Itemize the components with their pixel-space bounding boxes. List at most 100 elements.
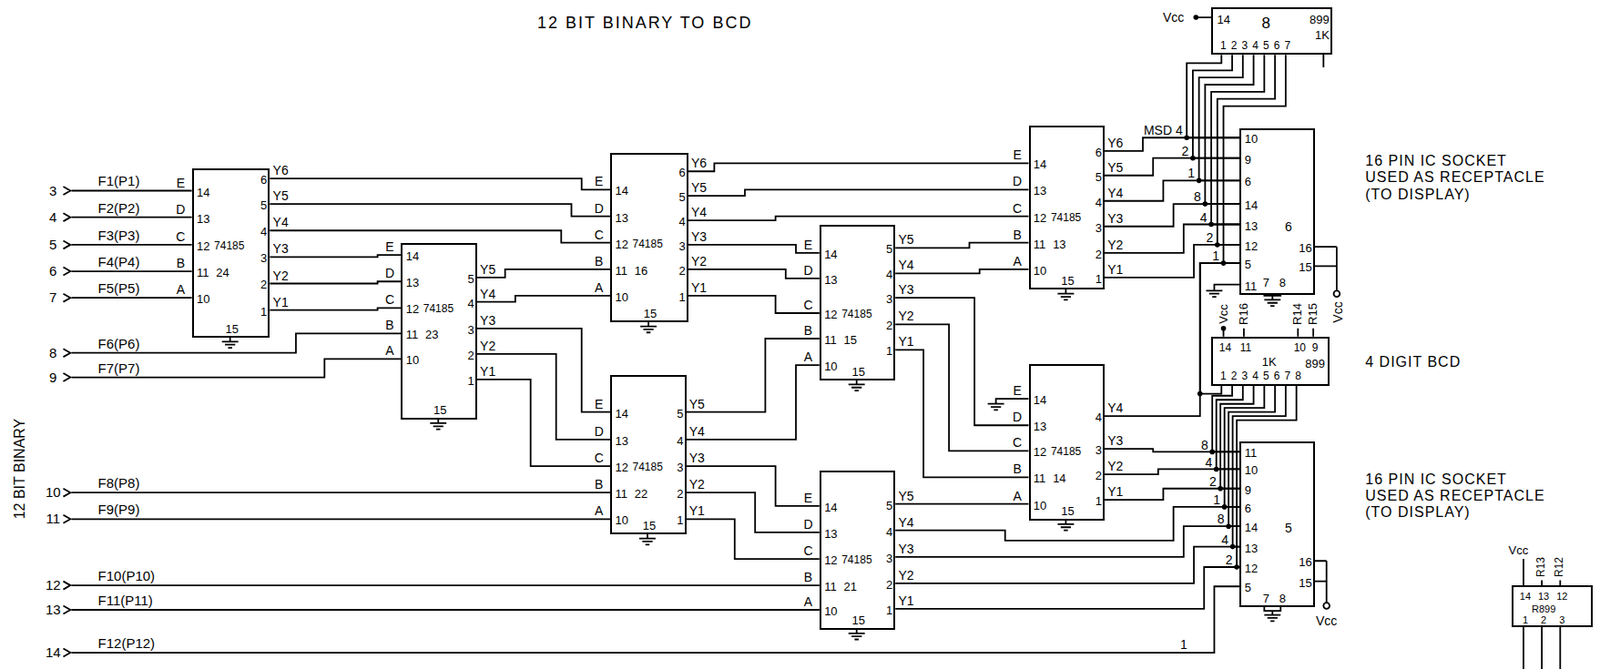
logic-ic: 7418516141312111015654321 xyxy=(610,152,689,323)
signal-label: B xyxy=(1012,227,1021,243)
pin-label: 1 xyxy=(679,290,686,305)
signal-label: Y3 xyxy=(691,229,707,245)
signal-label: E xyxy=(1012,383,1021,398)
signal-label: C xyxy=(1012,435,1022,450)
logic-ic: 7418524141312111015654321 xyxy=(192,168,271,338)
signal-label: Y3 xyxy=(1107,211,1123,226)
junction-dot xyxy=(1230,544,1236,551)
pin-label: 14 xyxy=(1217,13,1231,28)
signal-label: Y5 xyxy=(897,232,914,247)
pin-label: 3 xyxy=(679,239,686,254)
signal-label: 1 xyxy=(1212,248,1220,264)
pin-label: 4 xyxy=(886,525,893,540)
pin-label: 14 xyxy=(824,500,837,515)
supply-terminal xyxy=(1334,290,1341,297)
signal-label: A xyxy=(594,503,603,519)
signal-label: R13 xyxy=(1535,557,1549,578)
pin-label: 14 xyxy=(1033,394,1047,408)
pin-label: 14 xyxy=(406,250,419,265)
pin-label: 5 xyxy=(1095,170,1102,184)
pin-label: 5 xyxy=(1244,581,1252,596)
wire xyxy=(269,281,401,284)
pin-label: 6 xyxy=(1244,175,1252,190)
pin-label: 2 xyxy=(1095,247,1102,262)
junction-dot xyxy=(1197,391,1203,398)
pin-label: 6 xyxy=(260,173,267,188)
signal-label: 3 xyxy=(49,183,57,199)
signal-label: Y4 xyxy=(273,214,289,230)
signal-label: 8 xyxy=(1201,438,1209,453)
signal-label: Y2 xyxy=(479,338,496,354)
signal-label: 2 xyxy=(1182,143,1190,159)
pin-label: 11 xyxy=(614,488,628,502)
signal-label: Y1 xyxy=(479,364,496,379)
junction-dot xyxy=(1214,242,1221,248)
pin-label: 4 xyxy=(1095,195,1102,210)
pin-label: 12 xyxy=(1033,446,1047,460)
pin-label: 5 xyxy=(1244,258,1252,273)
pin-label: 15 xyxy=(1298,576,1312,591)
signal-label: F5(P5) xyxy=(98,280,141,296)
pin-label: 10 xyxy=(824,360,837,375)
pin-label: 15 xyxy=(851,365,865,379)
wire xyxy=(686,466,820,507)
signal-label: B xyxy=(804,570,813,585)
pin-label: 3 xyxy=(1241,370,1248,384)
pin-label: 13 xyxy=(1538,591,1550,603)
wire xyxy=(895,243,1029,249)
signal-label: C xyxy=(803,297,813,313)
pin-label: 14 xyxy=(614,407,628,421)
pin-label: 1 xyxy=(886,603,893,618)
signal-label: D xyxy=(385,265,395,281)
pin-label: 4 xyxy=(260,225,267,240)
signal-label: Y2 xyxy=(273,267,289,283)
signal-label: 6 xyxy=(49,263,57,279)
pin-label: 12 xyxy=(614,461,628,476)
signal-label: 1 xyxy=(1180,637,1188,653)
input-arrow xyxy=(62,186,71,658)
wire xyxy=(269,307,401,310)
signal-label: D xyxy=(175,202,185,217)
pin-label: 11 xyxy=(1244,279,1258,294)
signal-label: F6(P6) xyxy=(98,336,141,352)
signal-label: E xyxy=(804,237,813,253)
junction-dot xyxy=(1222,504,1228,510)
signal-label: Y4 xyxy=(897,257,914,273)
signal-label: 4 xyxy=(49,209,57,225)
signal-label: Y1 xyxy=(273,295,289,310)
signal-label: Y2 xyxy=(689,477,705,492)
junction-dot xyxy=(1213,467,1220,473)
signal-label: Y3 xyxy=(479,313,496,328)
signal-label: E xyxy=(594,173,603,189)
pin-label: 74185 xyxy=(214,240,245,254)
signal-label: A xyxy=(176,282,185,297)
pin-label: 1 xyxy=(1095,495,1102,510)
pin-label: 14 xyxy=(824,247,837,262)
signal-label: Y1 xyxy=(1107,262,1123,277)
pin-label: 6 xyxy=(1244,501,1252,516)
pin-label: 23 xyxy=(425,328,439,343)
pin-label: 7 xyxy=(1284,40,1292,53)
signal-label: Vcc xyxy=(1162,10,1184,25)
signal-label: F11(P11) xyxy=(98,592,153,609)
signal-label: Y4 xyxy=(1107,185,1123,201)
pin-label: 10 xyxy=(196,293,210,307)
pin-label: R899 xyxy=(1531,602,1556,615)
signal-label: Y5 xyxy=(479,262,496,277)
pin-label: 4 xyxy=(676,434,683,449)
pin-label: 7 xyxy=(1263,276,1270,291)
signal-label: 4 DIGIT BCD xyxy=(1365,354,1461,371)
signal-label: 12 BIT BINARY xyxy=(11,418,29,520)
resistor-pack: 1488991K1234567 xyxy=(1211,7,1333,55)
junction-dot xyxy=(1202,201,1209,207)
signal-label: R14 xyxy=(1291,303,1305,326)
pin-label: 899 xyxy=(1304,356,1325,371)
signal-label: Y3 xyxy=(897,282,914,297)
pin-label: 15 xyxy=(1060,275,1074,289)
pin-label: 2 xyxy=(676,488,683,502)
wire xyxy=(895,503,1029,506)
pin-label: 13 xyxy=(614,434,628,449)
junction-dot xyxy=(1196,178,1203,184)
signal-label: Y6 xyxy=(691,155,707,171)
signal-label: 16 PIN IC SOCKET USED AS RECEPTACLE (TO … xyxy=(1365,152,1552,204)
